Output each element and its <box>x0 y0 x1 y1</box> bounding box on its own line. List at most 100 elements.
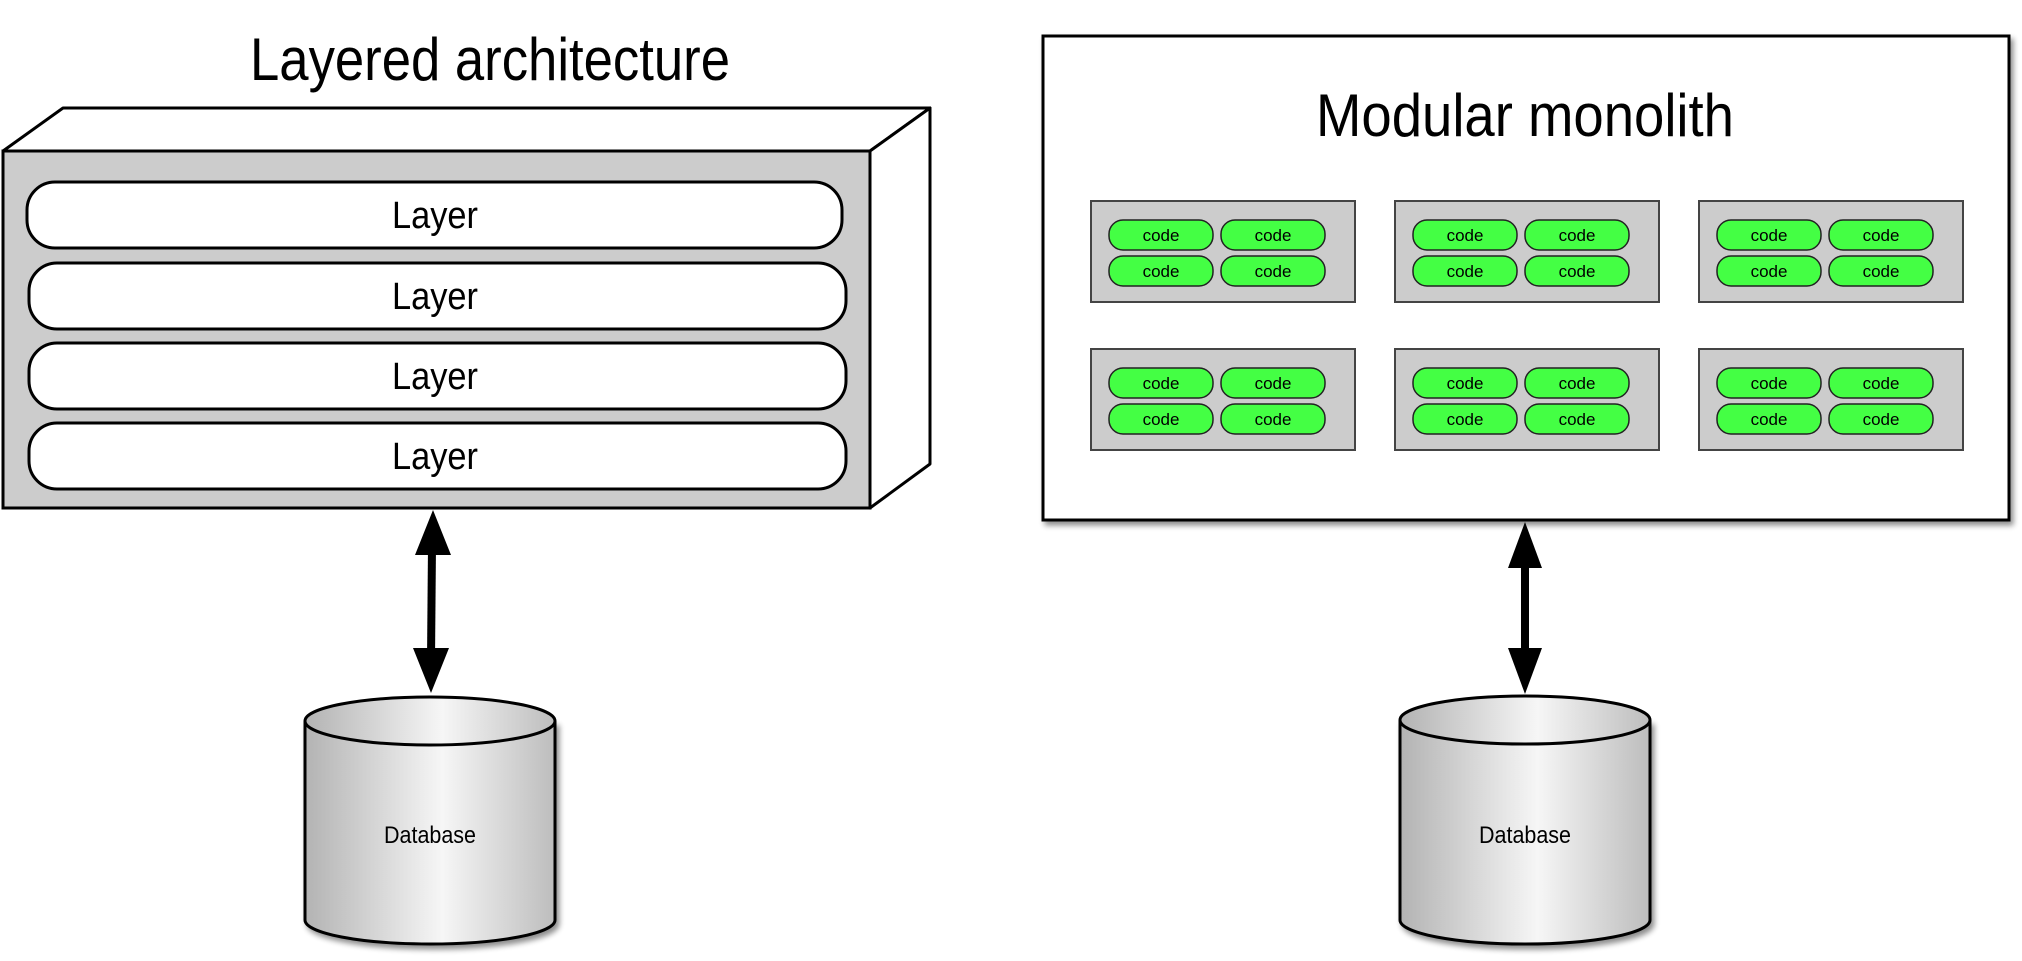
code-unit-label: code <box>1447 374 1484 393</box>
module: code code code code <box>1090 200 1356 303</box>
module-box <box>1698 200 1964 303</box>
code-unit: code <box>1412 367 1518 399</box>
code-unit: code <box>1524 255 1630 287</box>
code-unit: code <box>1108 219 1214 251</box>
code-unit-shape <box>1828 367 1934 399</box>
code-unit-label: code <box>1559 226 1596 245</box>
code-unit-shape <box>1524 255 1630 287</box>
code-unit: code <box>1524 403 1630 435</box>
code-unit: code <box>1220 403 1326 435</box>
layer-bar-shape <box>27 341 848 411</box>
layer-bar-shape <box>27 421 848 491</box>
code-unit-label: code <box>1255 226 1292 245</box>
database-label: Database <box>1479 822 1571 849</box>
code-unit-label: code <box>1143 262 1180 281</box>
layered-architecture-section: Layered architecture LayerLayerLayerLaye… <box>1 26 932 946</box>
code-unit: code <box>1828 367 1934 399</box>
code-unit-shape <box>1412 219 1518 251</box>
layer-label: Layer <box>392 276 478 318</box>
code-unit-shape <box>1108 219 1214 251</box>
database-top <box>303 695 557 747</box>
layer-label: Layer <box>392 356 478 398</box>
code-unit-label: code <box>1447 410 1484 429</box>
code-unit-shape <box>1828 403 1934 435</box>
code-unit: code <box>1108 255 1214 287</box>
code-unit-shape <box>1412 255 1518 287</box>
module-box <box>1394 348 1660 451</box>
layer-label: Layer <box>392 195 478 237</box>
arrow-up-head-icon <box>415 510 451 555</box>
code-unit: code <box>1716 403 1822 435</box>
code-unit-shape <box>1716 219 1822 251</box>
code-unit-label: code <box>1143 374 1180 393</box>
code-unit-shape <box>1524 367 1630 399</box>
module: code code code code <box>1394 200 1660 303</box>
code-unit-label: code <box>1863 374 1900 393</box>
database-top <box>1398 694 1652 746</box>
code-unit-label: code <box>1447 226 1484 245</box>
code-unit-shape <box>1716 403 1822 435</box>
code-unit-shape <box>1412 367 1518 399</box>
database-body <box>1398 720 1652 946</box>
module-box <box>1090 200 1356 303</box>
code-unit-label: code <box>1863 262 1900 281</box>
code-unit-label: code <box>1863 410 1900 429</box>
code-unit-shape <box>1220 219 1326 251</box>
code-unit: code <box>1524 367 1630 399</box>
code-unit-shape <box>1412 403 1518 435</box>
code-unit-shape <box>1716 367 1822 399</box>
code-unit-label: code <box>1559 262 1596 281</box>
code-unit-label: code <box>1863 226 1900 245</box>
code-unit-label: code <box>1255 262 1292 281</box>
code-unit-label: code <box>1143 410 1180 429</box>
code-unit-label: code <box>1751 226 1788 245</box>
module-box <box>1090 348 1356 451</box>
code-unit-label: code <box>1751 374 1788 393</box>
code-unit: code <box>1220 367 1326 399</box>
layer-bar-shape <box>25 180 844 250</box>
code-unit: code <box>1716 219 1822 251</box>
modular-monolith-title: Modular monolith <box>1316 82 1734 149</box>
code-unit: code <box>1828 219 1934 251</box>
arrow-up-head-icon <box>1508 522 1542 568</box>
code-unit: code <box>1108 367 1214 399</box>
code-unit-shape <box>1220 403 1326 435</box>
code-unit: code <box>1524 219 1630 251</box>
database-body <box>303 721 557 946</box>
code-unit: code <box>1220 255 1326 287</box>
module-box <box>1394 200 1660 303</box>
database-cylinder: Database <box>1398 694 1652 946</box>
code-unit: code <box>1108 403 1214 435</box>
arrow-shaft <box>427 544 436 661</box>
module: code code code code <box>1090 348 1356 451</box>
code-unit-label: code <box>1447 262 1484 281</box>
code-unit: code <box>1412 219 1518 251</box>
code-unit-shape <box>1716 255 1822 287</box>
code-unit-shape <box>1220 367 1326 399</box>
code-unit-shape <box>1828 255 1934 287</box>
database-cylinder: Database <box>303 695 557 946</box>
code-unit: code <box>1828 403 1934 435</box>
code-unit-shape <box>1828 219 1934 251</box>
layered-architecture-title: Layered architecture <box>250 26 730 93</box>
code-unit-label: code <box>1143 226 1180 245</box>
arrow-down-head-icon <box>1508 648 1542 694</box>
code-unit: code <box>1828 255 1934 287</box>
code-unit-label: code <box>1751 262 1788 281</box>
code-unit-label: code <box>1751 410 1788 429</box>
code-unit-label: code <box>1559 374 1596 393</box>
layer-label: Layer <box>392 436 478 478</box>
code-unit-shape <box>1108 255 1214 287</box>
box-top-face <box>1 106 932 153</box>
code-unit-shape <box>1524 219 1630 251</box>
box-side-face <box>868 106 932 510</box>
arrow-down-head-icon <box>413 648 449 693</box>
layer-bar: Layer <box>25 180 844 250</box>
code-unit: code <box>1716 367 1822 399</box>
layer-bar: Layer <box>27 261 848 331</box>
code-unit-shape <box>1524 403 1630 435</box>
code-unit: code <box>1412 403 1518 435</box>
